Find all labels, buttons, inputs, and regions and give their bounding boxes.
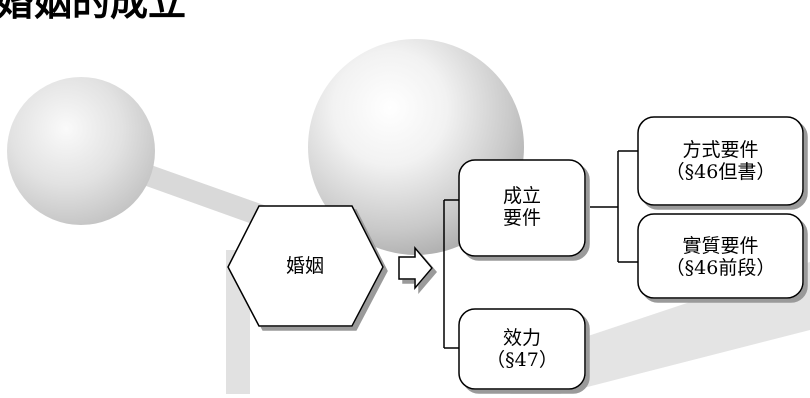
effect-label: 效力 （§47） (459, 327, 585, 371)
formal-requirements-label: 方式要件 （§46但書） (638, 139, 803, 183)
marriage-label: 婚姻 (262, 255, 348, 277)
substantive-requirements-line2: （§46前段） (665, 257, 776, 279)
formal-requirements-line2: （§46但書） (665, 161, 776, 183)
formation-node (458, 159, 586, 257)
formal-requirements-node (637, 116, 804, 206)
effect-label-line1: 效力 (502, 327, 541, 349)
right-arrow-icon (398, 245, 433, 291)
substantive-requirements-label: 實質要件 （§46前段） (638, 235, 803, 279)
formation-label-line1: 成立 (502, 185, 541, 207)
effect-node (458, 308, 586, 390)
formation-label: 成立 要件 (459, 185, 585, 229)
marriage-node (227, 205, 384, 327)
substantive-requirements-line1: 實質要件 (682, 235, 759, 257)
substantive-requirements-node (637, 213, 804, 299)
formation-label-line2: 要件 (502, 207, 541, 229)
page-title: 婚姻的成立 (0, 0, 187, 24)
effect-label-line2: （§47） (486, 349, 558, 371)
marriage-label-text: 婚姻 (285, 255, 324, 277)
connector-lines (443, 150, 638, 349)
formal-requirements-line1: 方式要件 (682, 139, 759, 161)
small-sphere (7, 77, 155, 225)
